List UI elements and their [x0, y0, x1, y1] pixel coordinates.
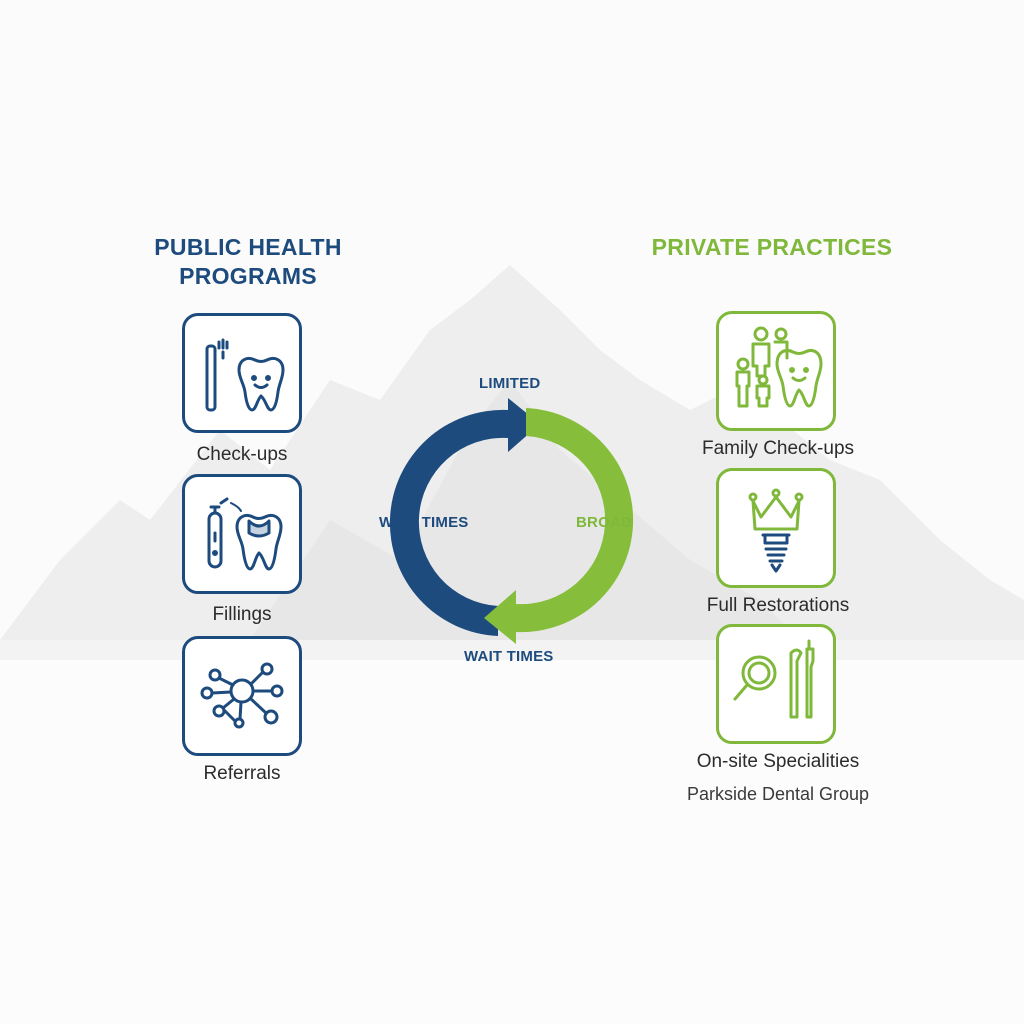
green-cycle-arrow [484, 408, 634, 644]
check-ups-label: Check-ups [196, 444, 288, 465]
fillings-label: Fillings [212, 604, 272, 625]
toothbrush-tooth-icon [205, 338, 285, 412]
dental-drill-filling-icon [207, 497, 283, 571]
network-nodes-icon [200, 662, 284, 729]
public-heading-line1: PUBLIC HEALTH [154, 234, 342, 260]
on-site-specialities-card[interactable] [716, 624, 836, 744]
private-practices-heading: PRIVATE PRACTICES [651, 234, 893, 260]
family-check-ups-card[interactable] [716, 311, 836, 431]
fillings-card[interactable] [182, 474, 302, 594]
public-heading-line2: PROGRAMS [179, 263, 317, 289]
family-tooth-icon [735, 326, 823, 408]
full-restorations-label: Full Restorations [706, 595, 850, 616]
practice-name: Parkside Dental Group [686, 784, 870, 804]
check-ups-card[interactable] [182, 313, 302, 433]
cycle-top-label: LIMITED [479, 375, 541, 392]
cycle-bottom-label: WAIT TIMES [464, 648, 554, 665]
blue-cycle-arrow [389, 398, 540, 636]
public-health-heading: PUBLIC HEALTH PROGRAMS [130, 233, 366, 291]
magnifier-dental-tools-icon [733, 639, 815, 719]
full-restorations-card[interactable] [716, 468, 836, 588]
on-site-specialities-label: On-site Specialities [696, 751, 860, 772]
family-check-ups-label: Family Check-ups [701, 438, 855, 459]
cycle-left-label: WAIT TIMES [379, 514, 469, 531]
cycle-right-label: BROAD [576, 514, 632, 531]
crown-implant-icon [748, 488, 804, 573]
referrals-card[interactable] [182, 636, 302, 756]
referrals-label: Referrals [203, 763, 281, 784]
